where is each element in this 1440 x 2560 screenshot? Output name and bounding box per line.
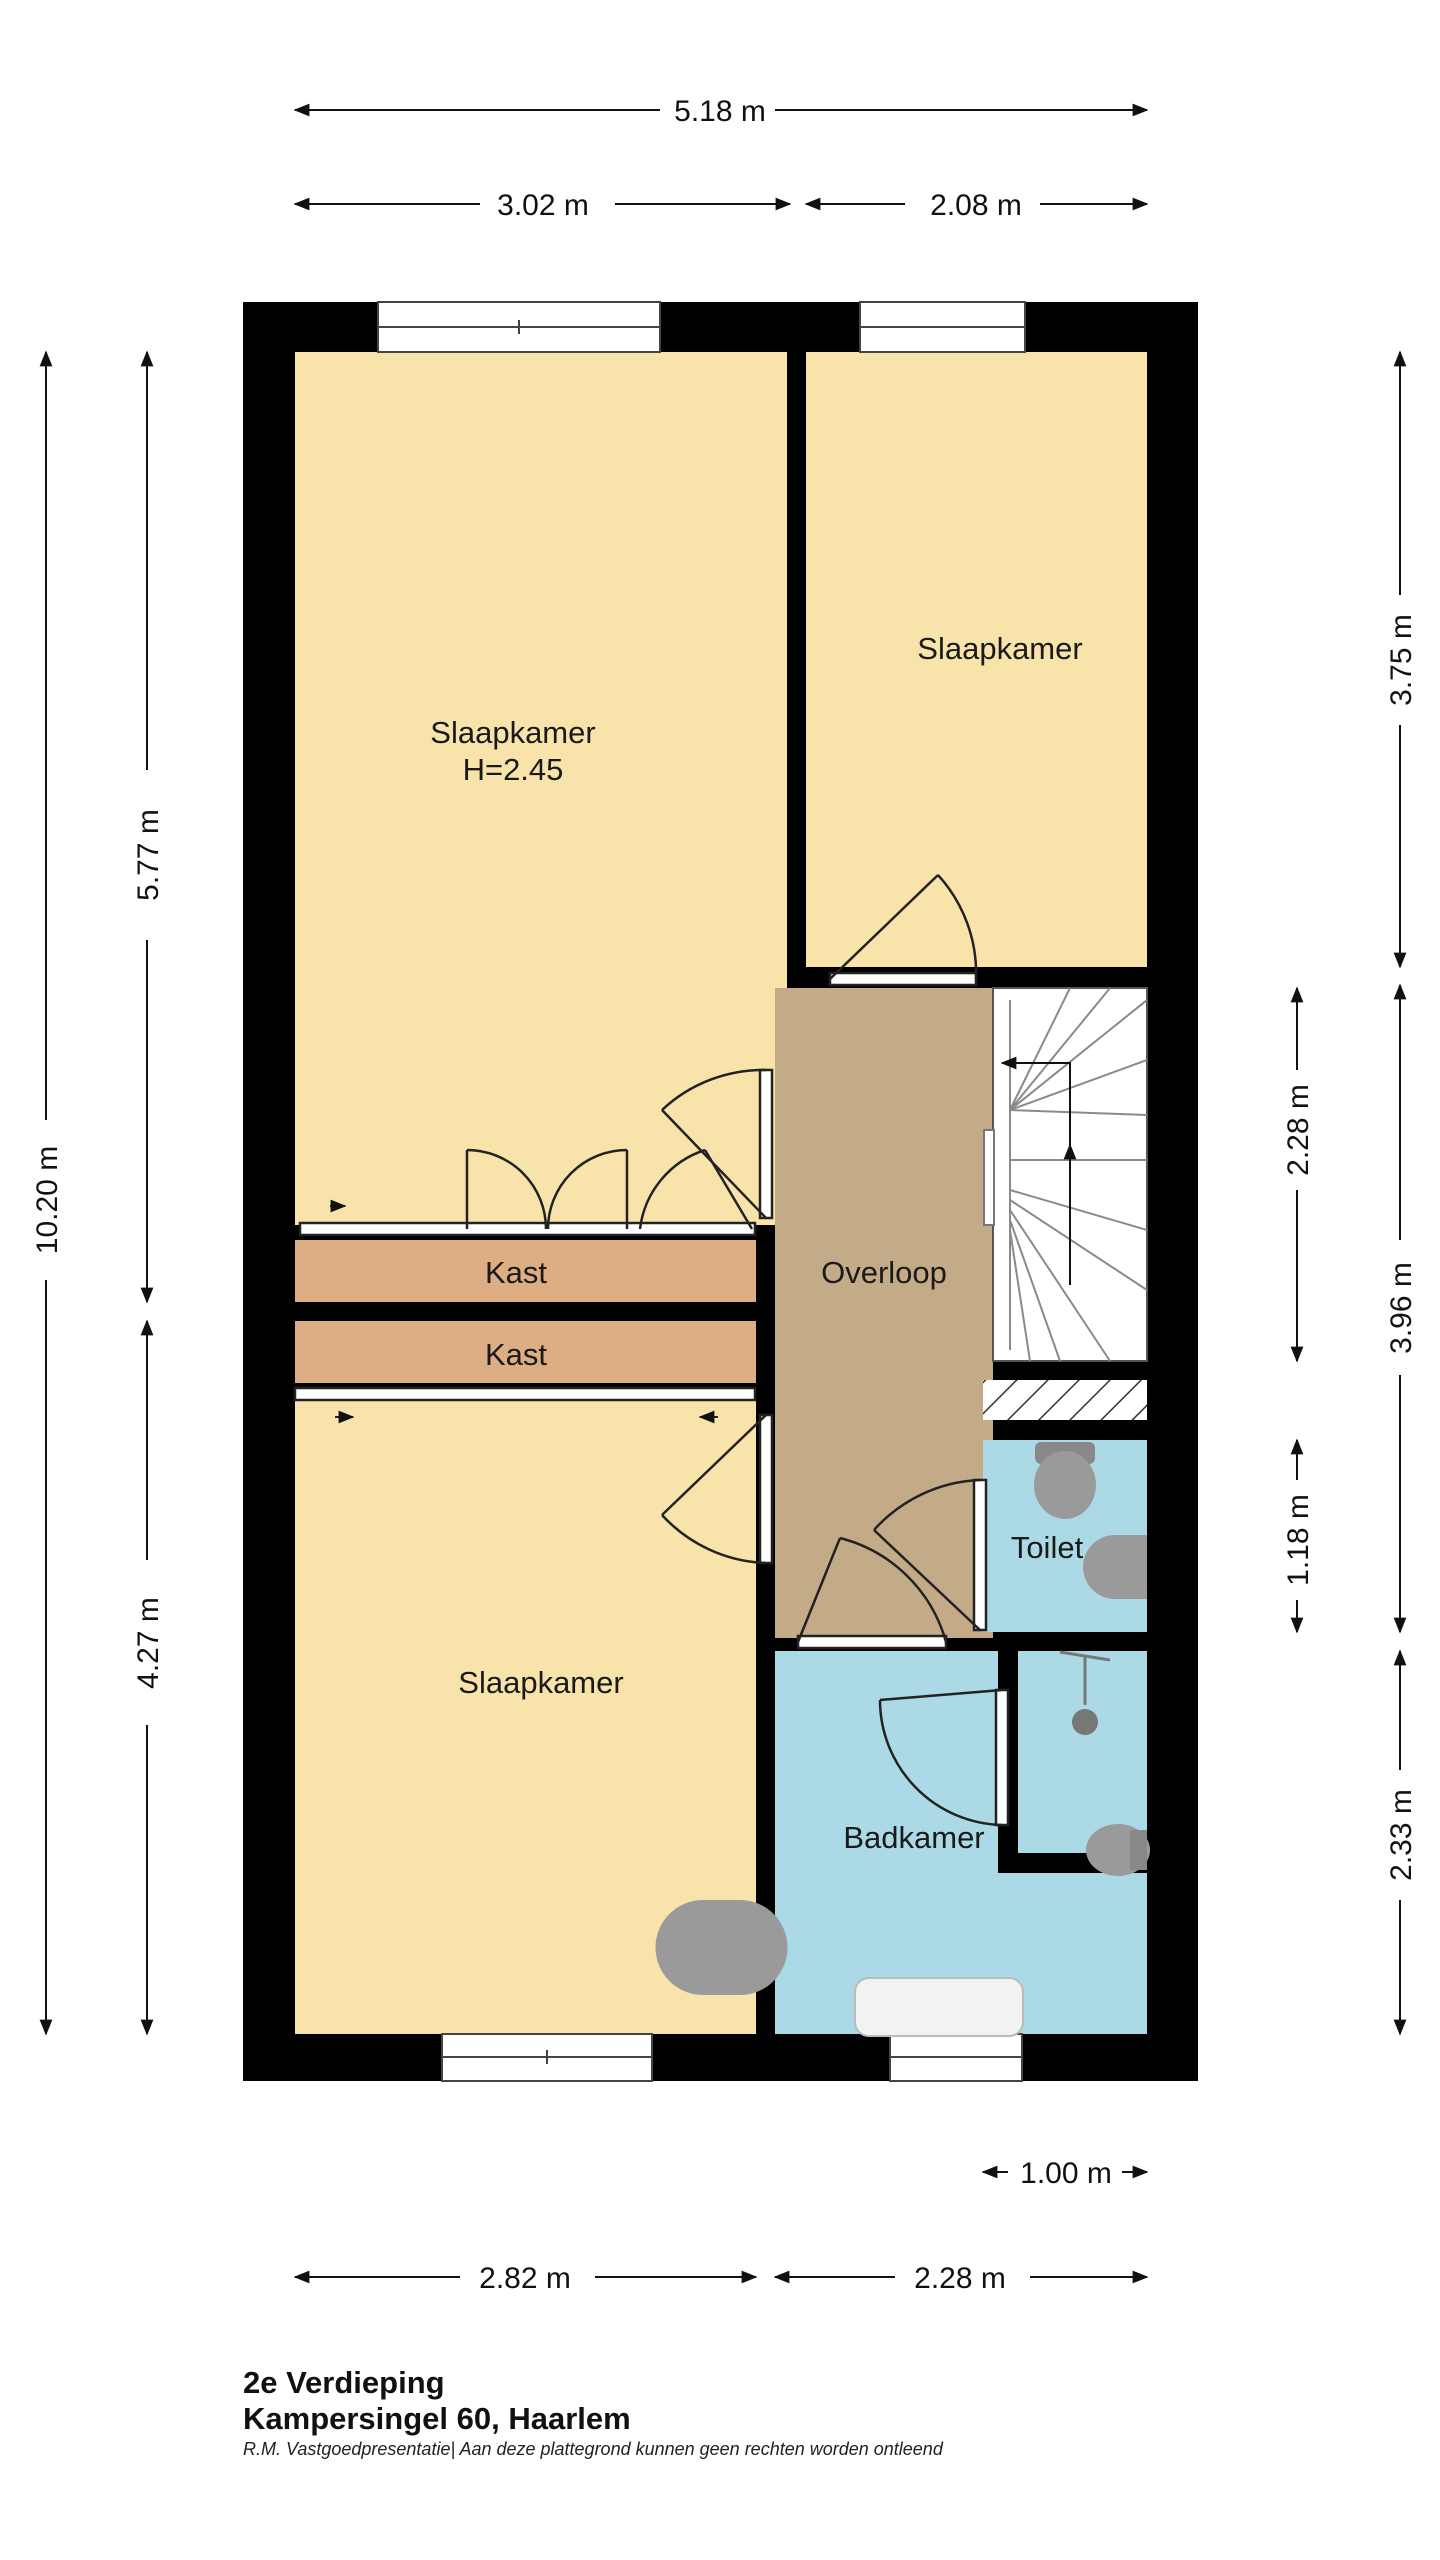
- room-closet-top: [295, 1240, 756, 1302]
- dim-total-depth: 10.20 m: [31, 1146, 64, 1254]
- floor-title: 2e Verdieping: [243, 2365, 445, 2400]
- dim-right-top-depth: 3.75 m: [1385, 614, 1418, 706]
- dim-right-bottom-depth: 2.33 m: [1385, 1789, 1418, 1881]
- label-toilet: Toilet: [1011, 1530, 1084, 1565]
- room-bedroom-small: [806, 352, 1147, 967]
- stairs: [983, 987, 1148, 1362]
- room-shower: [1018, 1651, 1147, 1853]
- shower-icon: [1059, 1650, 1111, 1735]
- sink-icon: [655, 1535, 1147, 1995]
- door-swing-icon: [293, 874, 1010, 1827]
- sliding-arrow-icon: [330, 1199, 718, 1424]
- label-bedroom-small: Slaapkamer: [917, 631, 1082, 666]
- dim-right-mid-depth: 3.96 m: [1385, 1262, 1418, 1354]
- label-closet-top: Kast: [485, 1255, 547, 1290]
- label-bathroom: Badkamer: [843, 1820, 984, 1855]
- dim-stair-depth: 2.28 m: [1282, 1084, 1315, 1176]
- dim-lines: [39, 103, 1407, 2284]
- dim-shower-width: 1.00 m: [1020, 2157, 1112, 2190]
- stair-arrow-icon: [1000, 1056, 1077, 1285]
- dim-top-right-width: 2.08 m: [930, 189, 1022, 222]
- label-closet-bottom: Kast: [485, 1337, 547, 1372]
- room-bedroom-large: [295, 352, 787, 1225]
- label-bedroom-large: Slaapkamer: [430, 715, 595, 750]
- room-shaft: [983, 1380, 1147, 1420]
- label-landing: Overloop: [821, 1255, 947, 1290]
- dim-total-width: 5.18 m: [674, 95, 766, 128]
- dim-left-upper-depth: 5.77 m: [132, 809, 165, 901]
- bathtub-icon: [854, 1977, 1024, 2037]
- dim-top-left-width: 3.02 m: [497, 189, 589, 222]
- dim-toilet-depth: 1.18 m: [1282, 1494, 1315, 1586]
- plan-caption: 2e Verdieping Kampersingel 60, Haarlem R…: [243, 2365, 943, 2460]
- label-bedroom-large-height: H=2.45: [463, 752, 564, 787]
- dim-left-lower-depth: 4.27 m: [132, 1597, 165, 1689]
- room-closet-bottom: [295, 1321, 756, 1383]
- room-landing: [775, 988, 993, 1638]
- address: Kampersingel 60, Haarlem: [243, 2401, 631, 2436]
- disclaimer: R.M. Vastgoedpresentatie| Aan deze platt…: [243, 2439, 943, 2459]
- window-icon: [377, 301, 1026, 2082]
- dim-bottom-right-width: 2.28 m: [914, 2262, 1006, 2295]
- label-bedroom-bottom: Slaapkamer: [458, 1665, 623, 1700]
- toilet-icon: [1034, 1442, 1150, 1876]
- dim-bottom-left-width: 2.82 m: [479, 2262, 571, 2295]
